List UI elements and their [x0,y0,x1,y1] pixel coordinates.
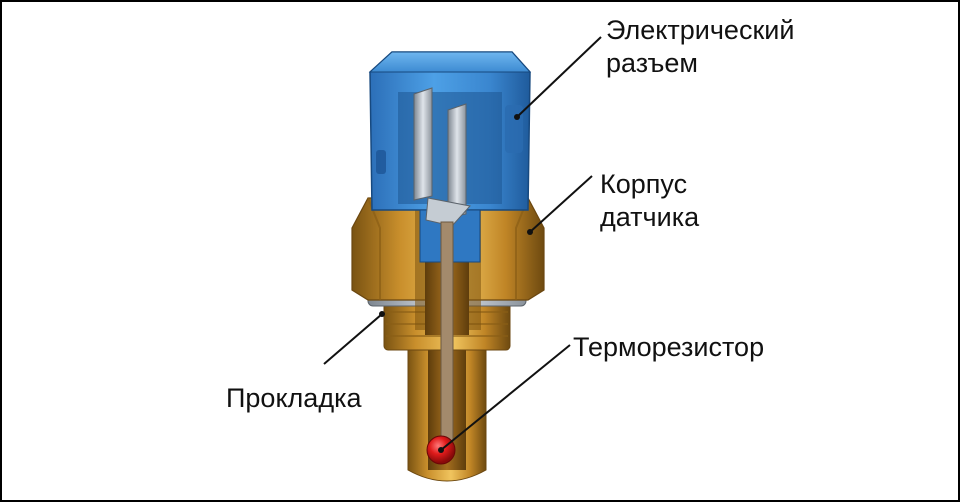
label-connector: Электрический разъем [606,15,795,78]
terminal-pins [413,87,471,227]
leader-dot-connector [514,114,520,120]
sensor-wire [440,221,454,448]
leader-line-thermistor [440,344,571,451]
leader-line-gasket [323,313,383,365]
leader-dot-housing [527,229,533,235]
label-housing: Корпус датчика [600,169,700,232]
leader-line-housing [529,175,593,233]
leader-dot-gasket [379,311,385,317]
leader-dot-thermistor [438,447,444,453]
label-gasket: Прокладка [226,383,362,413]
leader-line-connector [516,36,602,118]
label-thermistor: Терморезистор [573,332,765,362]
